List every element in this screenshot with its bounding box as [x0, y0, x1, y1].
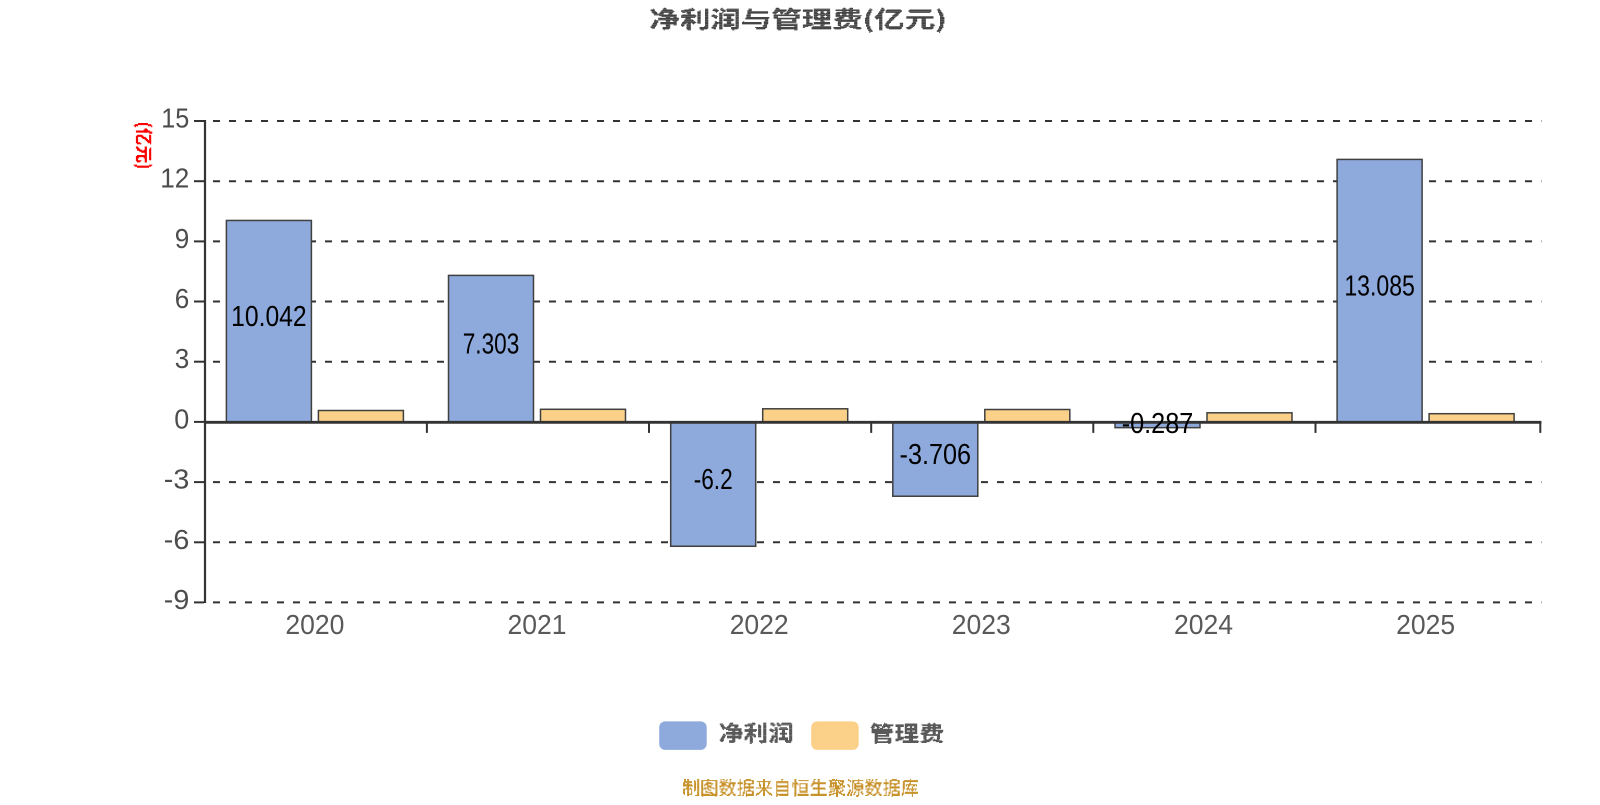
svg-text:12: 12 — [160, 163, 189, 194]
svg-text:-9: -9 — [164, 584, 190, 615]
svg-text:7.303: 7.303 — [463, 329, 520, 361]
svg-text:2020: 2020 — [285, 609, 344, 640]
svg-text:-0.287: -0.287 — [1122, 408, 1194, 440]
svg-text:13.085: 13.085 — [1344, 271, 1415, 303]
svg-text:-6: -6 — [164, 524, 190, 555]
svg-text:-3.706: -3.706 — [900, 439, 972, 471]
svg-text:10.042: 10.042 — [231, 301, 307, 333]
svg-text:2025: 2025 — [1396, 609, 1455, 640]
svg-text:9: 9 — [175, 223, 190, 254]
svg-text:0: 0 — [174, 403, 189, 434]
svg-text:3: 3 — [175, 343, 190, 374]
svg-text:15: 15 — [161, 103, 189, 134]
svg-text:-3: -3 — [164, 464, 190, 495]
svg-text:2022: 2022 — [730, 609, 789, 640]
svg-text:6: 6 — [175, 283, 190, 314]
svg-text:2024: 2024 — [1174, 609, 1233, 640]
svg-text:-6.2: -6.2 — [694, 464, 733, 496]
svg-text:2021: 2021 — [508, 609, 567, 640]
svg-text:2023: 2023 — [952, 609, 1011, 640]
